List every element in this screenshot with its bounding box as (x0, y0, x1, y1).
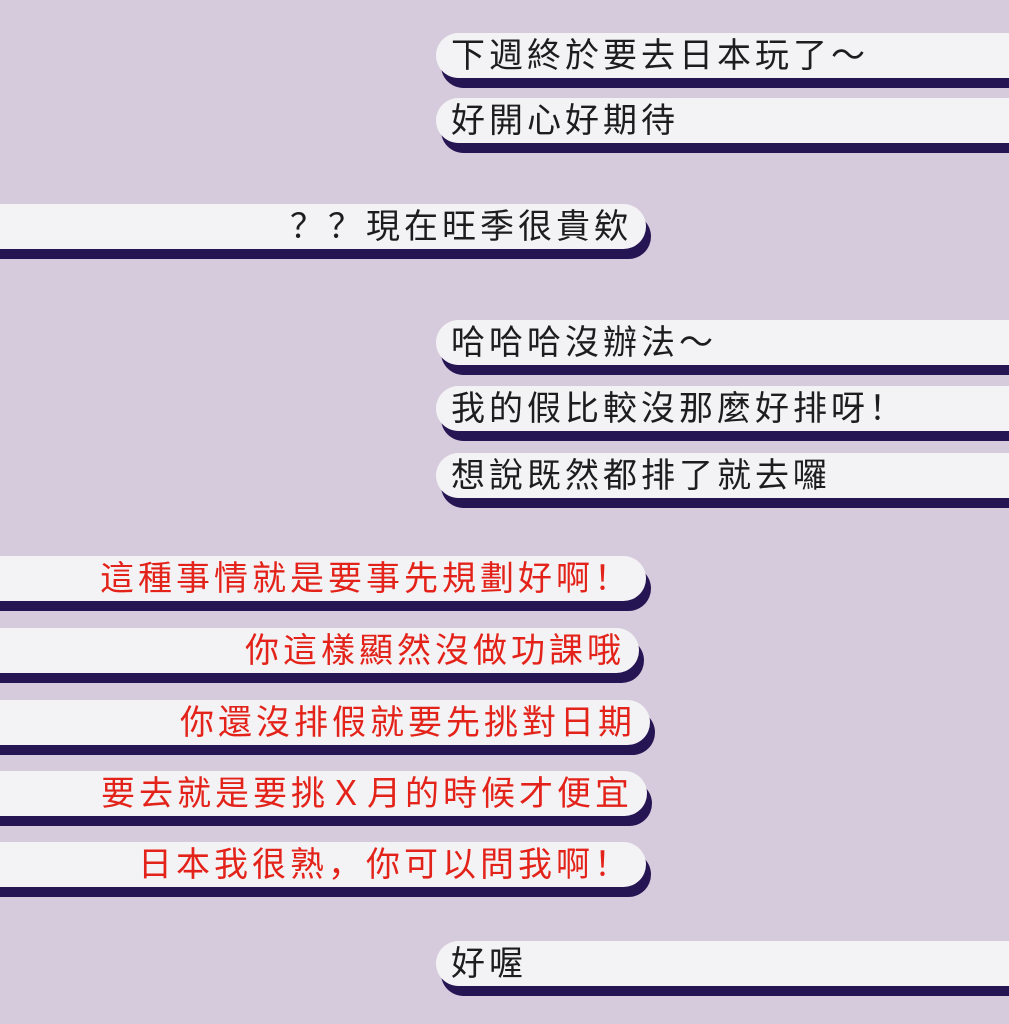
message-text: 好喔 (451, 943, 527, 984)
chat-bubble-incoming: 你這樣顯然沒做功課哦 (0, 628, 639, 673)
chat-bubble-outgoing: 想說既然都排了就去囉 (436, 453, 1009, 498)
message-text: 這種事情就是要事先規劃好啊！ (100, 558, 632, 599)
message-text: 要去就是要挑Ｘ月的時候才便宜 (101, 773, 633, 814)
chat-bubble-outgoing: 下週終於要去日本玩了～ (436, 33, 1009, 78)
chat-bubble-incoming: 日本我很熟，你可以問我啊！ (0, 842, 646, 887)
chat-bubble-incoming: 你還沒排假就要先挑對日期 (0, 700, 650, 745)
message-text: 我的假比較沒那麼好排呀！ (451, 388, 907, 429)
message-text: 想說既然都排了就去囉 (451, 455, 831, 496)
chat-bubble-incoming: ？？現在旺季很貴欸 (0, 204, 646, 249)
message-text: 你還沒排假就要先挑對日期 (180, 702, 636, 743)
chat-bubble-outgoing: 我的假比較沒那麼好排呀！ (436, 386, 1009, 431)
chat-bubble-outgoing: 好喔 (436, 941, 1009, 986)
chat-bubble-incoming: 這種事情就是要事先規劃好啊！ (0, 556, 646, 601)
message-text: 好開心好期待 (451, 100, 679, 141)
chat-bubble-outgoing: 好開心好期待 (436, 98, 1009, 143)
chat-bubble-outgoing: 哈哈哈沒辦法～ (436, 320, 1009, 365)
message-text: 你這樣顯然沒做功課哦 (245, 630, 625, 671)
chat-bubble-incoming: 要去就是要挑Ｘ月的時候才便宜 (0, 771, 647, 816)
message-text: ？？現在旺季很貴欸 (290, 206, 632, 247)
message-text: 日本我很熟，你可以問我啊！ (138, 844, 632, 885)
message-text: 哈哈哈沒辦法～ (451, 322, 717, 363)
message-text: 下週終於要去日本玩了～ (451, 35, 869, 76)
